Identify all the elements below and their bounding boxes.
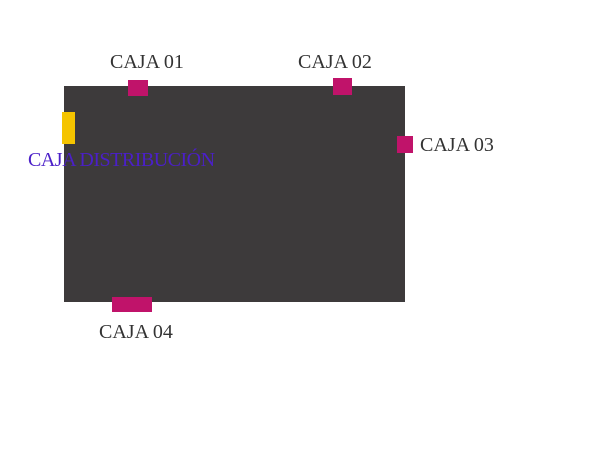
box-02: [333, 78, 352, 95]
floor-area: [64, 86, 405, 302]
box-01: [128, 80, 148, 96]
box-03: [397, 136, 413, 153]
distribution-box: [62, 112, 75, 144]
label-caja-01: CAJA 01: [110, 51, 184, 73]
box-04: [112, 297, 152, 312]
label-caja-04: CAJA 04: [99, 321, 173, 343]
label-caja-03: CAJA 03: [420, 134, 494, 156]
label-caja-02: CAJA 02: [298, 51, 372, 73]
label-caja-distribucion: CAJA DISTRIBUCIÓN: [28, 149, 215, 171]
